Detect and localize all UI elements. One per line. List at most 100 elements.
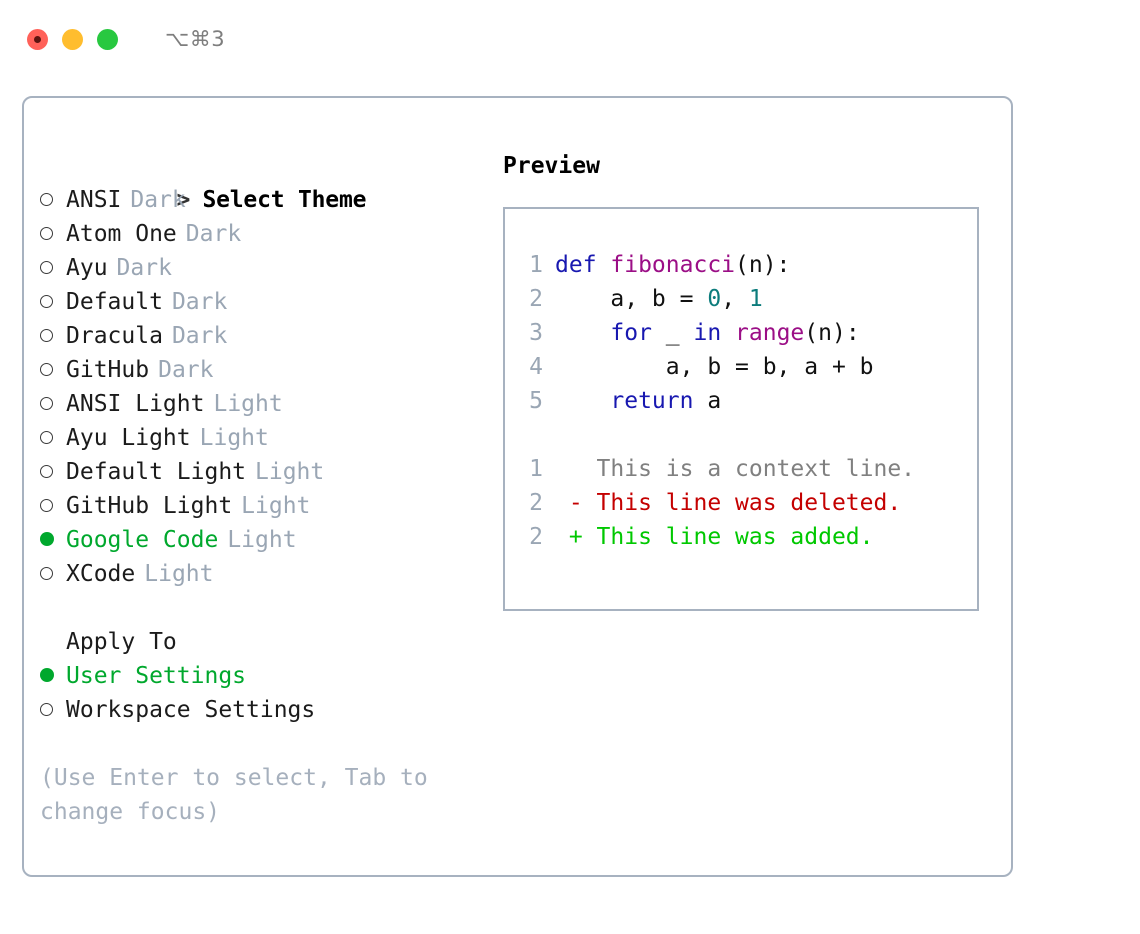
radio-unselected-icon[interactable] — [40, 694, 66, 728]
apply-to-label: Workspace Settings — [66, 697, 316, 723]
apply-to-label: User Settings — [66, 663, 247, 689]
radio-bullet — [40, 328, 53, 342]
theme-mode-badge: Dark — [158, 357, 214, 383]
diff-line-text-del: - This line was deleted. — [555, 490, 902, 516]
preview-label: Preview — [503, 153, 600, 179]
theme-list-item[interactable]: GitHub Dark — [40, 353, 480, 387]
code-token-txt: , — [721, 286, 749, 312]
close-window-button[interactable] — [27, 28, 48, 50]
theme-list-item[interactable]: Ayu Dark — [40, 251, 480, 285]
theme-name-label: Default Light — [66, 459, 247, 485]
code-line: 2 a, b = 0, 1 — [517, 282, 973, 316]
code-token-kw: def — [555, 252, 611, 278]
theme-picker-heading: > Select Theme — [40, 149, 480, 213]
code-token-num: 1 — [748, 286, 763, 312]
radio-unselected-icon[interactable] — [40, 558, 66, 592]
minimize-window-button[interactable] — [62, 28, 83, 50]
code-token-txt: a, b = — [555, 286, 708, 312]
diff-line: 1 This is a context line. — [517, 452, 973, 486]
maximize-window-button[interactable] — [97, 28, 118, 50]
radio-selected-icon[interactable] — [40, 660, 66, 694]
theme-name-label: ANSI — [66, 187, 122, 213]
diff-line-text-ctx: This is a context line. — [555, 456, 916, 482]
radio-unselected-icon[interactable] — [40, 252, 66, 286]
radio-bullet — [40, 362, 53, 376]
apply-to-option[interactable]: User Settings — [40, 659, 480, 693]
theme-name-label: Ayu — [66, 255, 108, 281]
theme-picker-heading-label: Select Theme — [202, 187, 367, 213]
theme-mode-badge: Dark — [116, 255, 172, 281]
apply-to-heading: Apply To — [66, 629, 177, 655]
code-token-txt: a, b = b, a + b — [555, 354, 874, 380]
code-line-number: 3 — [529, 320, 543, 346]
code-line: 4 a, b = b, a + b — [517, 350, 973, 384]
theme-name-label: Google Code — [66, 527, 219, 553]
traffic-light-group — [27, 28, 118, 50]
theme-mode-badge: Dark — [171, 323, 228, 349]
radio-unselected-icon[interactable] — [40, 218, 66, 252]
radio-bullet — [40, 192, 53, 206]
list-spacer — [40, 591, 480, 625]
theme-name-label: ANSI Light — [66, 391, 205, 417]
theme-mode-badge: Dark — [171, 289, 228, 315]
code-token-kw: return — [555, 388, 708, 414]
code-token-txt: (n): — [804, 320, 860, 346]
diff-line-number: 2 — [529, 490, 543, 516]
prompt-caret-icon: > — [176, 187, 204, 213]
radio-unselected-icon[interactable] — [40, 388, 66, 422]
radio-bullet — [40, 464, 53, 478]
radio-unselected-icon[interactable] — [40, 422, 66, 456]
theme-mode-badge: Light — [199, 425, 269, 451]
theme-name-label: Atom One — [66, 221, 177, 247]
theme-name-label: XCode — [66, 561, 136, 587]
diff-line-number: 2 — [529, 524, 543, 550]
theme-name-label: GitHub — [66, 357, 150, 383]
radio-unselected-icon[interactable] — [40, 286, 66, 320]
radio-bullet — [40, 430, 53, 444]
code-line: 5 return a — [517, 384, 973, 418]
code-token-kw: for — [555, 320, 666, 346]
radio-bullet — [40, 532, 54, 546]
radio-bullet — [40, 396, 53, 410]
radio-selected-icon[interactable] — [40, 524, 66, 558]
code-line-number: 2 — [529, 286, 543, 312]
code-line-number: 1 — [529, 252, 543, 278]
code-token-num: 0 — [707, 286, 722, 312]
radio-unselected-icon[interactable] — [40, 490, 66, 524]
code-blank-line — [517, 418, 973, 452]
code-token-kw: in — [693, 320, 736, 346]
radio-bullet — [40, 498, 53, 512]
radio-unselected-icon[interactable] — [40, 354, 66, 388]
radio-unselected-icon[interactable] — [40, 184, 66, 218]
radio-bullet — [40, 668, 54, 682]
code-line-number: 5 — [529, 388, 543, 414]
keyboard-hint-text: (Use Enter to select, Tab to change focu… — [40, 765, 442, 825]
diff-line-text-add: + This line was added. — [555, 524, 874, 550]
code-token-txt: a — [707, 388, 722, 414]
code-line-number: 4 — [529, 354, 543, 380]
apply-to-option[interactable]: Workspace Settings — [40, 693, 480, 727]
theme-list-item[interactable]: Default Light Light — [40, 455, 480, 489]
diff-line: 2 - This line was deleted. — [517, 486, 973, 520]
code-line: 3 for _ in range(n): — [517, 316, 973, 350]
code-token-fn: fibonacci — [610, 252, 736, 278]
radio-unselected-icon[interactable] — [40, 456, 66, 490]
theme-mode-badge: Light — [255, 459, 325, 485]
radio-unselected-icon[interactable] — [40, 320, 66, 354]
